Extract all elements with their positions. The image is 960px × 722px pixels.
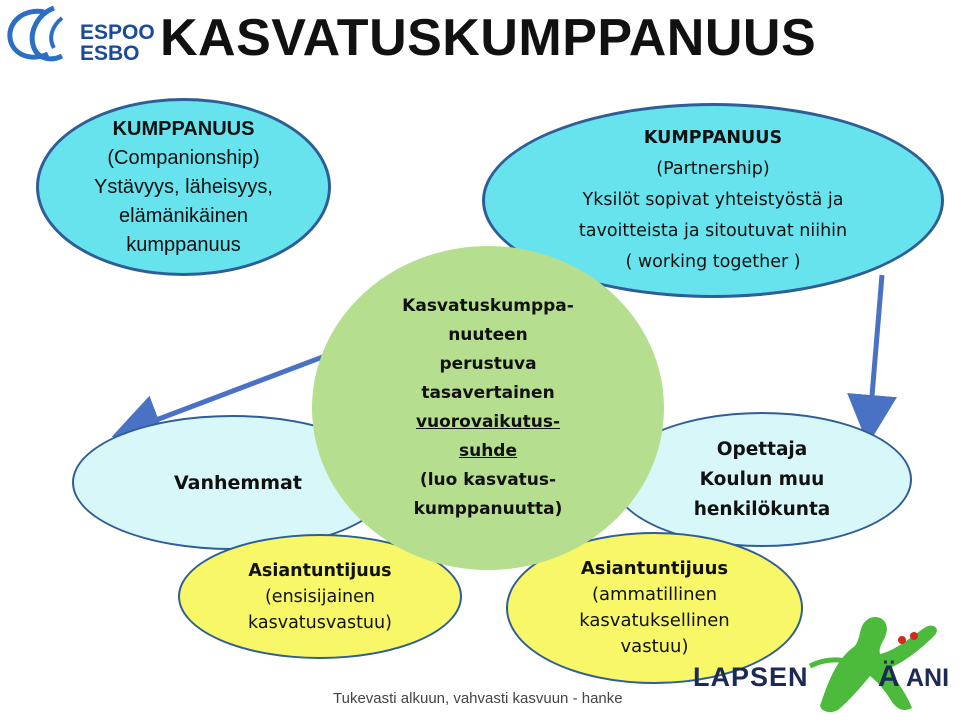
- partnership-ellipse: KUMPPANUUS (Partnership) Yksilöt sopivat…: [482, 103, 944, 298]
- companionship-ellipse: KUMPPANUUS (Companionship) Ystävyys, läh…: [36, 98, 331, 276]
- lapsen-wordmark: LAPSEN: [693, 662, 809, 692]
- aani-wordmark-a: Ä: [878, 660, 900, 693]
- center-line: nuuteen: [448, 325, 528, 345]
- lapsen-aani-figure-icon: [808, 616, 937, 713]
- partnership-line: Yksilöt sopivat yhteistyöstä ja: [582, 190, 844, 210]
- companionship-line: elämänikäinen: [119, 204, 248, 227]
- teacher-expertise-line: vastuu): [620, 636, 689, 657]
- teacher-ellipse: Opettaja Koulun muu henkilökunta: [612, 412, 912, 547]
- center-line: perustuva: [439, 354, 537, 374]
- partnership-line: tavoitteista ja sitoutuvat niihin: [578, 221, 848, 241]
- teacher-expertise-heading: Asiantuntijuus: [580, 558, 729, 579]
- partnership-line: (Partnership): [656, 159, 770, 179]
- center-relationship-circle: Kasvatuskumppa- nuuteen perustuva tasave…: [312, 246, 664, 570]
- center-underlined-line: suhde: [458, 441, 518, 461]
- aani-wordmark-rest: ANI: [906, 664, 950, 692]
- logo-line-1: ESPOO: [80, 21, 155, 44]
- teacher-line: henkilökunta: [693, 498, 831, 520]
- companionship-line: kumppanuus: [126, 233, 241, 256]
- arrow-to-teacher: [847, 274, 897, 445]
- parents-expertise-line: kasvatusvastuu): [248, 612, 392, 633]
- center-line: kumppanuutta): [413, 499, 563, 519]
- espoo-logo-icon: [7, 5, 64, 62]
- partnership-line: ( working together ): [625, 252, 801, 272]
- companionship-line: Ystävyys, läheisyys,: [94, 175, 273, 198]
- center-line: Kasvatuskumppa-: [402, 296, 574, 316]
- companionship-line: (Companionship): [107, 146, 260, 169]
- logo-line-2: ESBO: [80, 42, 140, 65]
- footer-text: Tukevasti alkuun, vahvasti kasvuun - han…: [333, 690, 623, 707]
- companionship-heading: KUMPPANUUS: [112, 117, 255, 140]
- teacher-expertise-line: (ammatillinen: [591, 584, 718, 605]
- page-title: KASVATUSKUMPPANUUS: [160, 9, 817, 67]
- teacher-line: Opettaja: [716, 438, 808, 460]
- parents-expertise-line: (ensisijainen: [264, 586, 376, 607]
- parents-expertise-heading: Asiantuntijuus: [248, 560, 392, 581]
- teacher-line: Koulun muu: [699, 468, 825, 490]
- center-line: (luo kasvatus-: [419, 470, 557, 490]
- teacher-expertise-line: kasvatuksellinen: [579, 610, 730, 631]
- partnership-heading: KUMPPANUUS: [643, 128, 783, 148]
- center-line: tasavertainen: [421, 383, 555, 403]
- logo-wordmark: ESPOO ESBO: [80, 22, 155, 64]
- center-underlined-line: vuorovaikutus-: [415, 412, 561, 432]
- parents-label: Vanhemmat: [174, 471, 302, 494]
